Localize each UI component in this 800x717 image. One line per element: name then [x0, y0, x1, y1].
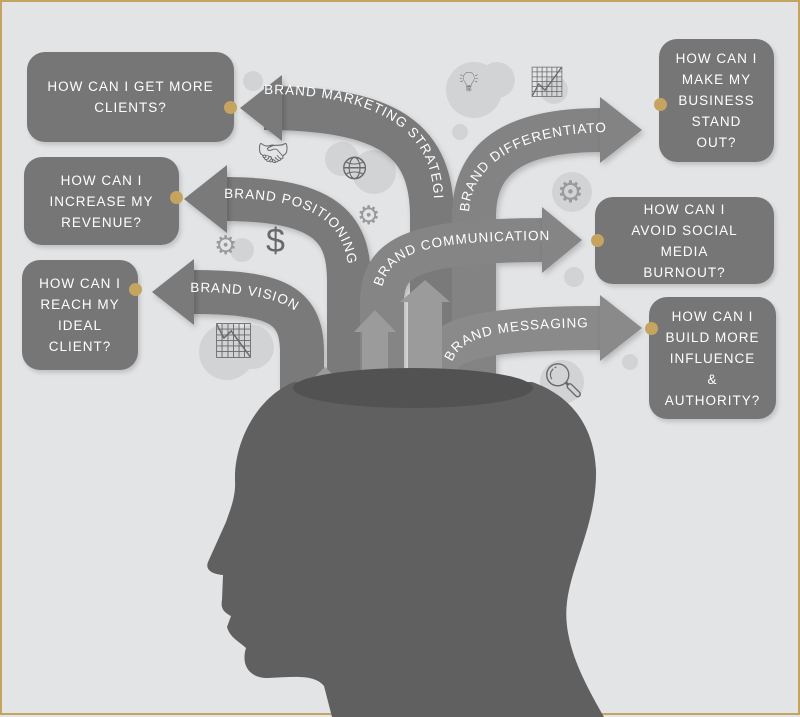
handshake-icon: 🤝︎ — [257, 138, 291, 168]
arrow-heads — [152, 75, 642, 361]
arrow-brand-differentiator — [452, 108, 603, 420]
connector-dot — [645, 322, 658, 335]
connector-dot — [129, 283, 142, 296]
question-text: HOW CAN I BUILD MORE INFLUENCE & AUTHORI… — [664, 308, 761, 408]
arrow-bands — [189, 86, 603, 420]
question-text: HOW CAN I INCREASE MY REVENUE? — [49, 172, 154, 230]
question-box-stand-out: HOW CAN I MAKE MY BUSINESS STAND OUT? — [659, 39, 774, 162]
question-text: HOW CAN I REACH MY IDEAL CLIENT? — [39, 276, 121, 354]
head-silhouette — [207, 382, 605, 717]
gear-icon: ⚙ — [557, 176, 584, 209]
arrow-head-left — [240, 75, 282, 141]
bell-curve-chart-icon: 📉︎ — [212, 322, 256, 360]
question-box-influence-authority: HOW CAN I BUILD MORE INFLUENCE & AUTHORI… — [649, 297, 776, 419]
globe-icon: 🌐︎ — [342, 150, 368, 186]
dollar-icon: $ — [266, 222, 285, 260]
connector-dot — [224, 101, 237, 114]
arrow-brand-communication — [360, 218, 548, 420]
arrow-brand-marketing-strategies — [263, 86, 454, 420]
arrow-brand-vision — [189, 270, 324, 417]
gear-icon: ⚙ — [357, 200, 381, 230]
lightbulb-icon: 💡︎ — [459, 66, 479, 97]
question-text: HOW CAN I MAKE MY BUSINESS STAND OUT? — [675, 51, 758, 150]
magnifier-icon: 🔍︎ — [542, 362, 586, 400]
question-box-more-clients: HOW CAN I GET MORE CLIENTS? — [27, 52, 234, 142]
gear-icon: ⚙ — [214, 230, 238, 260]
question-box-ideal-client: HOW CAN I REACH MY IDEAL CLIENT? — [22, 260, 138, 370]
question-box-social-burnout: HOW CAN I AVOID SOCIAL MEDIA BURNOUT? — [595, 197, 774, 284]
growth-chart-icon: 📈︎ — [528, 66, 567, 99]
arrow-brand-positioning — [223, 177, 371, 420]
question-box-increase-revenue: HOW CAN I INCREASE MY REVENUE? — [24, 157, 179, 245]
head-opening — [293, 368, 533, 408]
connector-dot — [170, 191, 183, 204]
connector-dot — [654, 98, 667, 111]
question-text: HOW CAN I AVOID SOCIAL MEDIA BURNOUT? — [631, 201, 738, 280]
decorative-bubbles — [199, 62, 638, 404]
question-text: HOW CAN I GET MORE CLIENTS? — [47, 79, 214, 115]
connector-dot — [591, 234, 604, 247]
